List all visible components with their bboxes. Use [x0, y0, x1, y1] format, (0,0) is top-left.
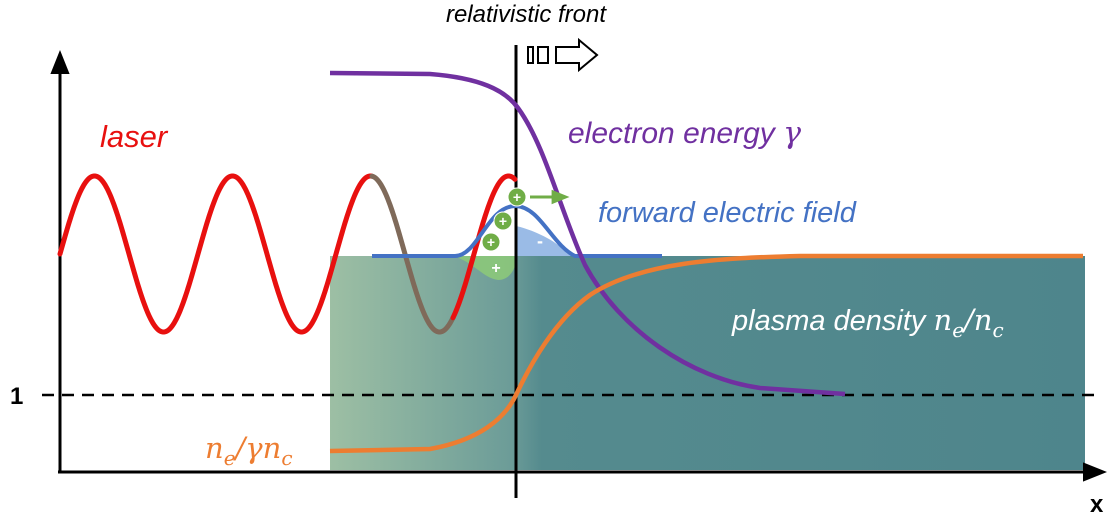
negative-charge-sign: -	[537, 231, 543, 251]
positive-charge-region	[450, 256, 516, 280]
ion-marker-2: +	[493, 211, 513, 231]
negative-charge-region	[516, 226, 575, 256]
front-motion-arrow-icon	[527, 37, 599, 73]
gamma-curve	[329, 70, 846, 397]
laser-wave-tail	[450, 173, 518, 321]
positive-charge-sign: +	[491, 260, 500, 277]
plasma-region	[330, 256, 1085, 470]
laser-label: laser	[100, 119, 169, 154]
gamma-label: electron energy γ	[568, 116, 801, 151]
laser-wave-in-plasma	[369, 173, 456, 335]
density-ratio-label: ne/γnc	[205, 431, 293, 470]
unit-level-label: 1	[10, 383, 23, 410]
ion-marker-3: +	[481, 232, 501, 252]
svg-text:+: +	[513, 189, 521, 205]
svg-text:+: +	[487, 234, 495, 250]
laser-wave	[57, 173, 375, 335]
svg-text:+: +	[499, 213, 507, 229]
density-ratio-curve	[329, 253, 1083, 454]
x-axis-label: x	[1090, 491, 1104, 517]
field-label: forward electric field	[598, 197, 857, 229]
ion-marker-1: +	[507, 187, 527, 207]
density-label: plasma density ne/nc	[731, 303, 1004, 342]
front-label: relativistic front	[446, 1, 607, 28]
